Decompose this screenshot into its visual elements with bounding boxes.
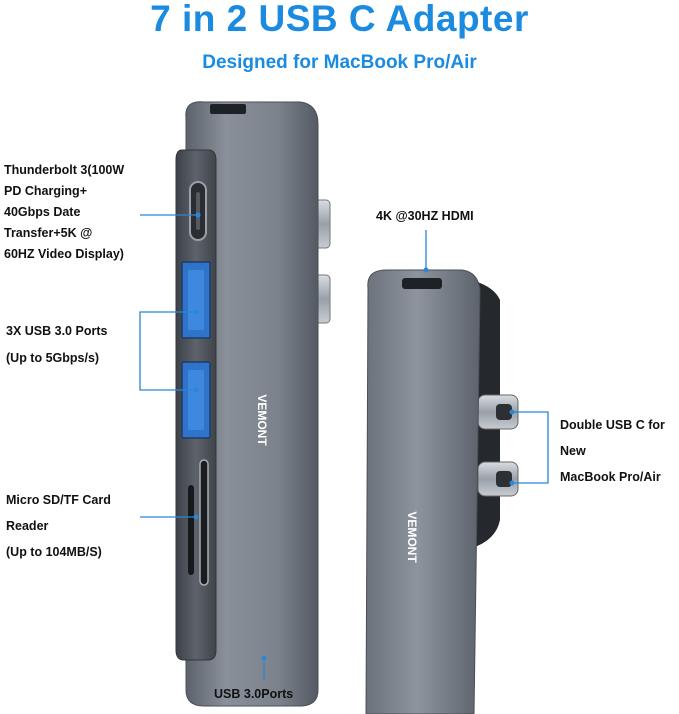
label-double-usbc-line: New <box>560 444 586 458</box>
label-usb3-line: 3X USB 3.0 Ports <box>6 324 108 338</box>
label-usb3-ports: 3X USB 3.0 Ports (Up to 5Gbps/s) <box>6 318 107 372</box>
label-usb3-bottom: USB 3.0Ports <box>214 687 294 701</box>
label-double-usbc-line: Double USB C for <box>560 418 665 432</box>
page-subtitle: Designed for MacBook Pro/Air <box>202 52 477 73</box>
label-thunderbolt-line: Thunderbolt 3(100W <box>4 163 125 177</box>
label-card-reader-line: Reader <box>6 519 49 533</box>
label-thunderbolt-line: Transfer+5K @ <box>4 226 93 240</box>
adapter-angled-view: VEMONT <box>365 269 519 714</box>
label-thunderbolt-line: 40Gbps Date <box>4 205 81 219</box>
label-thunderbolt: Thunderbolt 3(100W PD Charging+ 40Gbps D… <box>4 160 124 265</box>
adapter-front-view: VEMONT <box>175 101 331 707</box>
label-thunderbolt-line: 60HZ Video Display) <box>4 247 124 261</box>
label-double-usbc: Double USB C for New MacBook Pro/Air <box>560 412 665 490</box>
label-hdmi: 4K @30HZ HDMI <box>376 209 474 223</box>
label-card-reader-line: Micro SD/TF Card <box>6 493 111 507</box>
callout-dots <box>193 212 515 661</box>
label-card-reader-line: (Up to 104MB/S) <box>6 545 102 559</box>
label-double-usbc-line: MacBook Pro/Air <box>560 470 661 484</box>
label-usb3-line: (Up to 5Gbps/s) <box>6 351 100 365</box>
page-title: 7 in 2 USB C Adapter <box>150 0 529 39</box>
brand-logo-angled: VEMONT <box>405 511 419 563</box>
label-thunderbolt-line: PD Charging+ <box>4 184 87 198</box>
label-card-reader: Micro SD/TF Card Reader (Up to 104MB/S) <box>6 487 111 565</box>
brand-logo-front: VEMONT <box>255 394 269 446</box>
callout-lines <box>139 214 549 680</box>
